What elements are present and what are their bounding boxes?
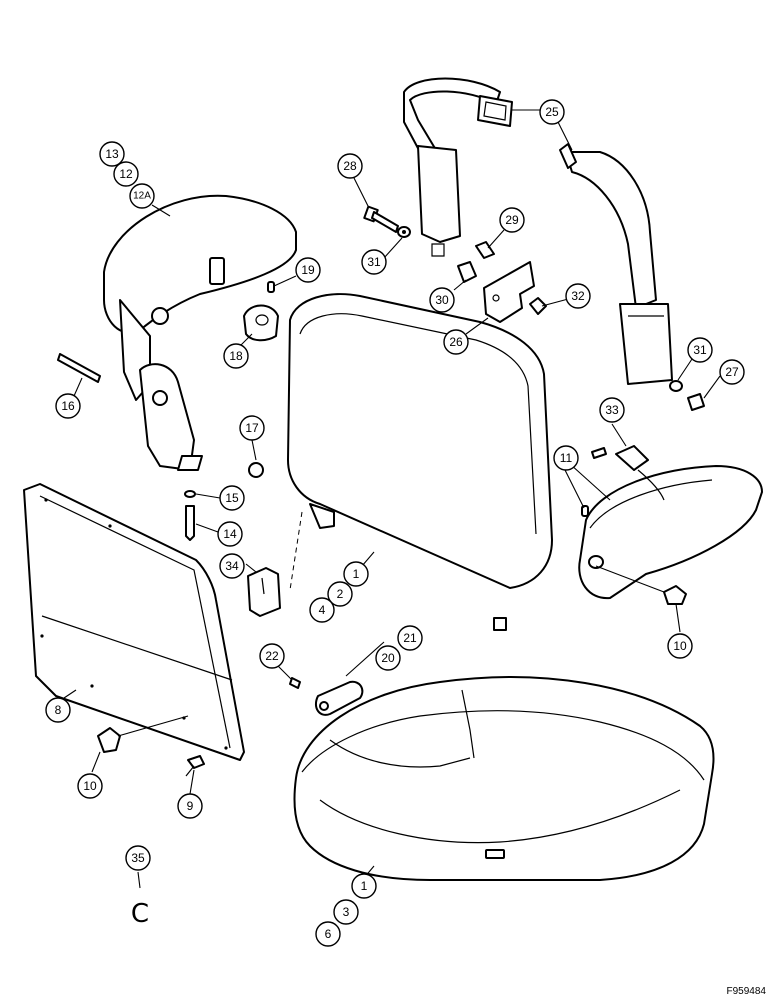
callout-10-left: 10 (77, 773, 103, 799)
svg-text:32: 32 (571, 289, 585, 303)
callout-19: 19 (295, 257, 321, 283)
bolt-27-part (669, 380, 705, 411)
svg-text:19: 19 (301, 263, 315, 277)
callout-1-cushion: 1 (351, 873, 377, 899)
callout-4: 4 (309, 597, 335, 623)
callout-35: 35 (125, 845, 151, 871)
svg-text:11: 11 (560, 451, 573, 465)
svg-text:17: 17 (245, 421, 259, 435)
svg-text:8: 8 (55, 703, 62, 717)
svg-text:26: 26 (449, 335, 463, 349)
svg-text:12A: 12A (133, 191, 151, 202)
svg-text:25: 25 (545, 105, 559, 119)
callouts: 13 12 12A 19 18 16 17 15 14 34 8 10 9 35… (45, 99, 745, 947)
callout-32: 32 (565, 283, 591, 309)
svg-text:13: 13 (105, 147, 119, 161)
callout-1-back: 1 (343, 561, 369, 587)
svg-text:22: 22 (265, 649, 279, 663)
bolt-28-part (363, 205, 411, 238)
adjuster-part (289, 677, 364, 716)
callout-33: 33 (599, 397, 625, 423)
callout-16: 16 (55, 393, 81, 419)
svg-text:28: 28 (343, 159, 357, 173)
seat-belt-part (403, 77, 673, 385)
svg-text:27: 27 (725, 365, 739, 379)
svg-text:18: 18 (229, 349, 243, 363)
seat-cushion-part (293, 676, 715, 881)
view-marker: C (131, 899, 149, 929)
callout-30: 30 (429, 287, 455, 313)
callout-21: 21 (397, 625, 423, 651)
callout-15: 15 (219, 485, 245, 511)
callout-26: 26 (443, 329, 469, 355)
svg-text:10: 10 (673, 639, 687, 653)
callout-34: 34 (219, 553, 245, 579)
svg-text:20: 20 (381, 651, 395, 665)
callout-10-right: 10 (667, 633, 693, 659)
svg-text:6: 6 (325, 927, 332, 941)
callout-18: 18 (223, 343, 249, 369)
svg-text:2: 2 (337, 587, 344, 601)
left-armrest-part (57, 194, 297, 541)
svg-text:15: 15 (225, 491, 239, 505)
svg-text:12: 12 (119, 167, 133, 181)
svg-text:1: 1 (353, 567, 360, 581)
figure-id: F959484 (727, 986, 767, 997)
callout-31-right: 31 (687, 337, 713, 363)
bracket-34-part (247, 567, 281, 617)
callout-31-left: 31 (361, 249, 387, 275)
svg-text:34: 34 (225, 559, 239, 573)
seat-back-part (287, 293, 553, 631)
svg-text:31: 31 (693, 343, 707, 357)
callout-20: 20 (375, 645, 401, 671)
svg-text:33: 33 (605, 403, 619, 417)
callout-27: 27 (719, 359, 745, 385)
callout-12a: 12A (129, 183, 155, 209)
callout-11: 11 (553, 445, 579, 471)
svg-text:29: 29 (505, 213, 519, 227)
callout-25: 25 (539, 99, 565, 125)
right-armrest-part (578, 445, 763, 605)
svg-text:31: 31 (367, 255, 381, 269)
callout-2: 2 (327, 581, 353, 607)
belt-bracket-part (457, 241, 547, 323)
svg-text:4: 4 (319, 603, 326, 617)
svg-text:30: 30 (435, 293, 449, 307)
svg-text:3: 3 (343, 905, 350, 919)
callout-13: 13 (99, 141, 125, 167)
callout-8: 8 (45, 697, 71, 723)
callout-22: 22 (259, 643, 285, 669)
callout-28: 28 (337, 153, 363, 179)
callout-29: 29 (499, 207, 525, 233)
svg-text:10: 10 (83, 779, 97, 793)
svg-text:9: 9 (187, 799, 194, 813)
svg-text:35: 35 (131, 851, 145, 865)
callout-14: 14 (217, 521, 243, 547)
callout-6: 6 (315, 921, 341, 947)
callout-9: 9 (177, 793, 203, 819)
fastener-10-left-part (97, 715, 205, 777)
callout-12: 12 (113, 161, 139, 187)
svg-text:1: 1 (361, 879, 368, 893)
callout-3: 3 (333, 899, 359, 925)
svg-text:16: 16 (61, 399, 75, 413)
back-panel-part (23, 483, 245, 761)
svg-text:21: 21 (403, 631, 417, 645)
callout-17: 17 (239, 415, 265, 441)
svg-text:14: 14 (223, 527, 237, 541)
